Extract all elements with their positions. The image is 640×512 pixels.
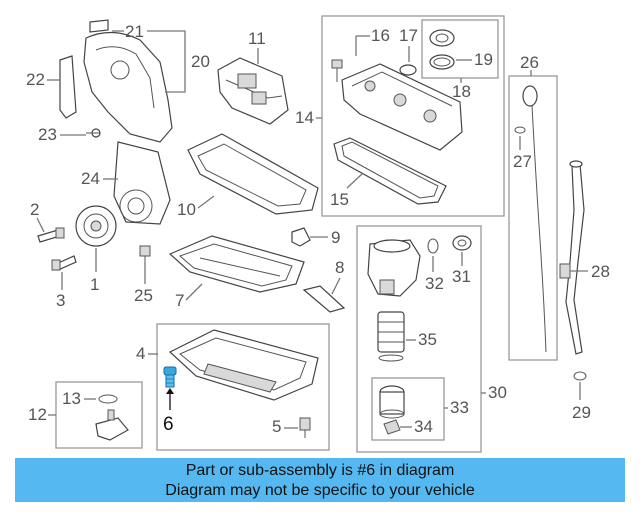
label-5: 5 [272, 417, 281, 436]
part-13-oring [98, 394, 118, 404]
label-33: 33 [450, 398, 469, 417]
label-32: 32 [425, 274, 444, 293]
box-4 [156, 323, 330, 451]
label-22: 22 [26, 70, 45, 89]
banner-line-2: Diagram may not be specific to your vehi… [165, 482, 475, 499]
part-35-filter [377, 311, 405, 362]
label-16: 16 [371, 26, 390, 45]
part-14-valve-cover [341, 63, 463, 151]
part-2-bolt [37, 227, 65, 243]
label-7: 7 [175, 291, 184, 310]
label-8: 8 [335, 258, 344, 277]
label-12: 12 [28, 405, 47, 424]
label-18: 18 [452, 82, 471, 101]
part-17-cap [399, 64, 417, 76]
label-21: 21 [125, 22, 144, 41]
part-33-cap [379, 385, 405, 419]
part-27-oring [514, 126, 526, 134]
part-8 [302, 285, 346, 313]
part-6-drain-plug [163, 366, 177, 388]
box-30 [356, 225, 482, 453]
label-25: 25 [134, 286, 153, 305]
part-32-seal [427, 238, 439, 254]
part-5-sensor [299, 417, 311, 438]
label-4: 4 [136, 344, 145, 363]
info-banner: Part or sub-assembly is #6 in diagram Di… [15, 458, 625, 502]
label-35: 35 [418, 330, 437, 349]
part-12-sensor [95, 409, 129, 441]
box-14 [321, 15, 505, 217]
label-1: 1 [90, 275, 99, 294]
part-16-bolt [331, 59, 343, 82]
part-28-tube [559, 160, 585, 355]
label-23: 23 [38, 125, 57, 144]
box-18 [421, 19, 499, 79]
label-30: 30 [488, 383, 507, 402]
label-10: 10 [177, 200, 196, 219]
label-20: 20 [191, 52, 210, 71]
label-14: 14 [295, 108, 314, 127]
box-33 [371, 377, 445, 441]
part-9 [291, 227, 311, 247]
box-26 [508, 75, 558, 361]
part-3-bolt [51, 255, 77, 271]
label-28: 28 [591, 262, 610, 281]
label-6: 6 [163, 414, 174, 435]
part-1-pulley [75, 205, 117, 247]
part-18-cap [429, 29, 455, 47]
label-34: 34 [414, 417, 433, 436]
part-26-dipstick [522, 85, 547, 353]
label-29: 29 [572, 403, 591, 422]
part-34-oring [383, 419, 401, 435]
label-13: 13 [62, 389, 81, 408]
label-26: 26 [520, 53, 539, 72]
part-19-seal [429, 54, 455, 70]
label-15: 15 [330, 190, 349, 209]
label-3: 3 [56, 291, 65, 310]
banner-line-1: Part or sub-assembly is #6 in diagram [185, 462, 455, 479]
label-2: 2 [30, 200, 39, 219]
part-11 [217, 57, 289, 125]
label-9: 9 [331, 228, 340, 247]
part-29-oring [573, 371, 587, 381]
label-17: 17 [399, 26, 418, 45]
label-24: 24 [81, 169, 100, 188]
timing-cover-group [59, 19, 173, 225]
label-11: 11 [248, 29, 266, 48]
part-15-gasket [333, 137, 447, 205]
part-7 [168, 235, 305, 293]
label-31: 31 [452, 267, 471, 286]
label-19: 19 [474, 50, 493, 69]
label-27: 27 [513, 152, 532, 171]
part-30-filter-housing [367, 239, 421, 297]
part-4-oil-pan [168, 329, 319, 401]
part-10 [187, 133, 319, 215]
part-31-seal [452, 235, 472, 251]
